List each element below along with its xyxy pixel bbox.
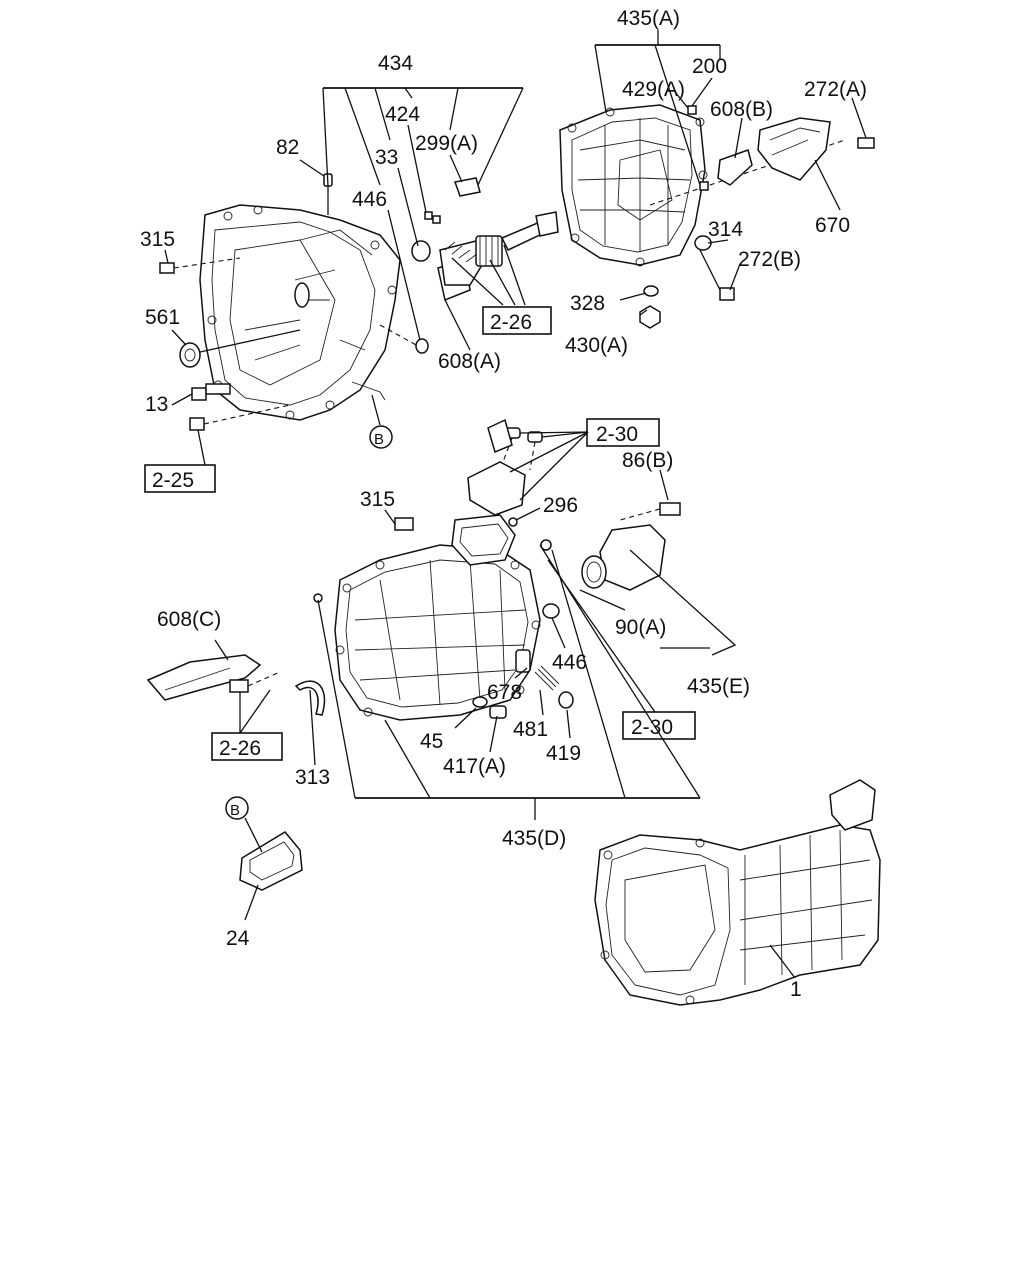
callout-33: 33 <box>375 146 398 169</box>
callout-424: 424 <box>385 103 420 126</box>
callout-314: 314 <box>708 218 743 241</box>
callout-430A: 430(A) <box>565 334 628 357</box>
callout-446-top: 446 <box>352 188 387 211</box>
callout-labels: 435(A) 434 200 429(A) 424 272(A) 608(B) … <box>140 7 867 1001</box>
middle-small-parts <box>146 418 681 719</box>
callout-315-mid: 315 <box>360 488 395 511</box>
ref-2-26-top: 2-26 <box>490 311 532 334</box>
callout-45: 45 <box>420 730 443 753</box>
ref-2-25: 2-25 <box>152 469 194 492</box>
callout-13: 13 <box>145 393 168 416</box>
callout-419: 419 <box>546 742 581 765</box>
callout-417A: 417(A) <box>443 755 506 778</box>
callout-435D: 435(D) <box>502 827 566 850</box>
callout-670: 670 <box>815 214 850 237</box>
callout-1: 1 <box>790 978 802 1001</box>
callout-82: 82 <box>276 136 299 159</box>
intermediate-case-drawing <box>334 514 541 721</box>
callout-608C: 608(C) <box>157 608 221 631</box>
circle-markers <box>225 425 393 820</box>
callout-315-top: 315 <box>140 228 175 251</box>
callout-296: 296 <box>543 494 578 517</box>
bell-housing-drawing <box>199 204 401 421</box>
callout-481: 481 <box>513 718 548 741</box>
callout-434: 434 <box>378 52 413 75</box>
callout-313: 313 <box>295 766 330 789</box>
ref-2-30-top: 2-30 <box>596 423 638 446</box>
callout-328: 328 <box>570 292 605 315</box>
callout-429A: 429(A) <box>622 78 685 101</box>
callout-446-mid: 446 <box>552 651 587 674</box>
assembled-transmission-drawing <box>594 779 881 1006</box>
callout-678: 678 <box>487 681 522 704</box>
leader-lines <box>164 30 867 979</box>
ref-2-30-mid: 2-30 <box>631 716 673 739</box>
callout-608B: 608(B) <box>710 98 773 121</box>
circle-B-bottom-letter: B <box>230 802 240 819</box>
callout-272A: 272(A) <box>804 78 867 101</box>
callout-272B: 272(B) <box>738 248 801 271</box>
callout-90A: 90(A) <box>615 616 666 639</box>
callout-435E: 435(E) <box>687 675 750 698</box>
callout-86B: 86(B) <box>622 449 673 472</box>
callout-608A: 608(A) <box>438 350 501 373</box>
cover-plate-24-drawing <box>239 831 303 891</box>
rear-case-small-parts <box>639 105 875 329</box>
callout-561: 561 <box>145 306 180 329</box>
callout-200: 200 <box>692 55 727 78</box>
callout-435A: 435(A) <box>617 7 680 30</box>
ref-2-26-bottom: 2-26 <box>219 737 261 760</box>
circle-B-top-letter: B <box>374 431 384 448</box>
callout-299A: 299(A) <box>415 132 478 155</box>
rear-extension-housing-drawing <box>559 104 846 267</box>
reference-boxes <box>144 306 696 761</box>
callout-24: 24 <box>226 927 250 950</box>
